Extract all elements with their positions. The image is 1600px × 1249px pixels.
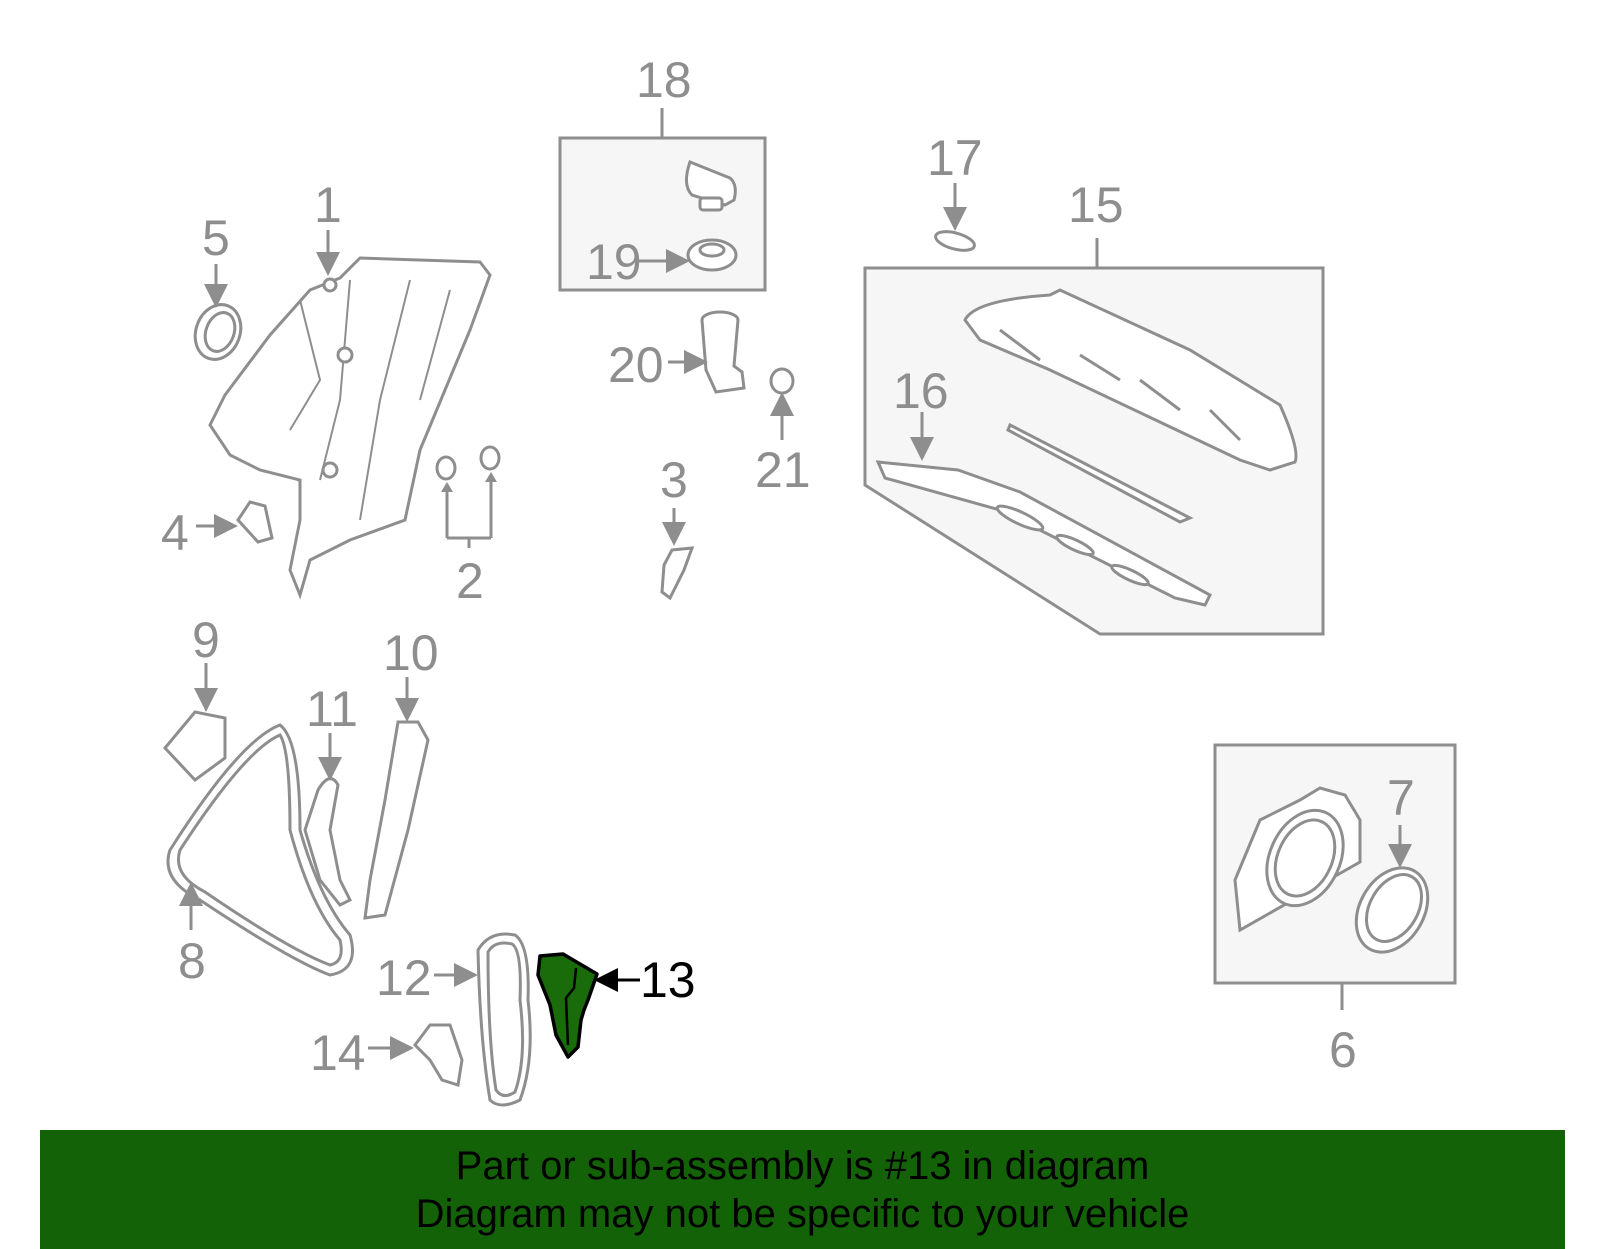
callout-8[interactable]: 8	[178, 933, 206, 989]
banner-line-part-number: Part or sub-assembly is #13 in diagram	[455, 1143, 1150, 1188]
callout-9[interactable]: 9	[192, 612, 220, 668]
part-4-gasket[interactable]	[236, 500, 274, 544]
banner-line-disclaimer: Diagram may not be specific to your vehi…	[415, 1191, 1190, 1236]
callout-21[interactable]: 21	[755, 442, 811, 498]
part-16-gasket[interactable]	[875, 460, 1212, 607]
callout-10[interactable]: 10	[383, 625, 439, 681]
info-banner: Part or sub-assembly is #13 in diagram D…	[40, 1130, 1565, 1249]
part-18-oil-cap[interactable]	[685, 160, 737, 212]
callout-6[interactable]: 6	[1329, 1022, 1357, 1078]
part-2-o-rings[interactable]	[435, 445, 501, 481]
callout-5[interactable]: 5	[202, 210, 230, 266]
part-7-rear-main-seal[interactable]	[1342, 855, 1442, 965]
callout-15[interactable]: 15	[1068, 177, 1124, 233]
part-21-o-ring[interactable]	[769, 367, 795, 395]
part-5-seal[interactable]	[188, 298, 248, 366]
part-10-guide-rail[interactable]	[363, 720, 430, 920]
part-3-guide[interactable]	[660, 546, 695, 601]
part-12-chain[interactable]	[476, 932, 532, 1107]
callout-16[interactable]: 16	[893, 363, 949, 419]
callout-1[interactable]: 1	[314, 177, 342, 233]
callout-14[interactable]: 14	[310, 1025, 366, 1081]
part-13-chain-guide-highlighted[interactable]	[536, 952, 599, 1059]
part-15-gasket-strip[interactable]	[1006, 422, 1194, 524]
callout-3[interactable]: 3	[660, 452, 688, 508]
part-14-tensioner[interactable]	[413, 1023, 464, 1087]
part-19-seal[interactable]	[686, 238, 738, 272]
part-1-timing-cover[interactable]	[208, 256, 492, 600]
callout-19[interactable]: 19	[586, 234, 642, 290]
part-6-seal-carrier[interactable]	[1233, 786, 1362, 933]
callout-13[interactable]: 13	[640, 952, 696, 1008]
callout-17[interactable]: 17	[927, 130, 983, 186]
part-17-washer[interactable]	[934, 228, 977, 254]
callout-20[interactable]: 20	[608, 337, 664, 393]
callout-7[interactable]: 7	[1387, 770, 1415, 826]
callout-11[interactable]: 11	[306, 681, 358, 737]
callout-18[interactable]: 18	[636, 52, 692, 108]
box-15	[863, 238, 1325, 636]
part-11-chain-guide[interactable]	[303, 777, 353, 907]
part-8-timing-chain[interactable]	[166, 723, 354, 977]
part-15-valve-cover[interactable]	[963, 288, 1298, 472]
callout-2[interactable]: 2	[456, 553, 484, 609]
part-9-tensioner[interactable]	[162, 710, 227, 782]
callout-12[interactable]: 12	[376, 950, 432, 1006]
callout-4[interactable]: 4	[161, 505, 189, 561]
part-20-filler-neck[interactable]	[700, 310, 746, 394]
